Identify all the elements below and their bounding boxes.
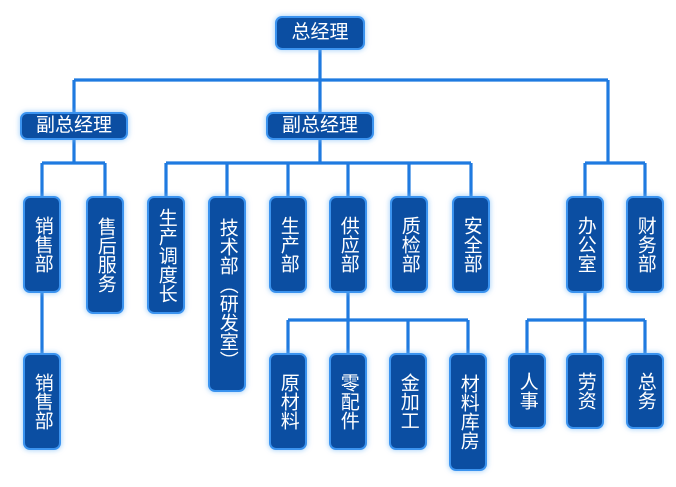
node-technical-dept[interactable]: 技术部（研发室）	[208, 196, 246, 392]
node-label: 材料库房	[457, 374, 480, 450]
node-deputy-left[interactable]: 副总经理	[20, 112, 128, 140]
node-general-affairs[interactable]: 总务	[626, 353, 664, 429]
node-label: 生产调度长	[155, 207, 178, 303]
node-label: 副总经理	[281, 114, 358, 137]
node-label: 质检部	[398, 216, 421, 273]
node-production-dept[interactable]: 生产部	[269, 196, 307, 293]
node-metal-processing[interactable]: 金加工	[389, 353, 427, 450]
node-material-warehouse[interactable]: 材料库房	[449, 353, 487, 471]
node-label: 副总经理	[35, 114, 112, 137]
node-production-scheduler[interactable]: 生产调度长	[147, 196, 185, 314]
node-label: 办公室	[574, 216, 597, 273]
node-sales-dept[interactable]: 销售部	[23, 196, 61, 293]
node-label: 销售部	[31, 216, 54, 273]
node-label: 原材料	[277, 373, 300, 430]
node-label: 销售部	[31, 373, 54, 430]
node-label: 生产部	[277, 216, 300, 273]
node-office[interactable]: 办公室	[566, 196, 604, 293]
node-spare-parts[interactable]: 零配件	[329, 353, 367, 450]
node-label: 安全部	[460, 216, 483, 273]
node-label: 总务	[634, 372, 657, 410]
node-label: 技术部（研发室）	[216, 218, 239, 370]
node-general-manager[interactable]: 总经理	[275, 16, 365, 50]
node-label: 零配件	[337, 373, 360, 430]
node-supply-dept[interactable]: 供应部	[329, 196, 367, 293]
node-finance-dept[interactable]: 财务部	[626, 196, 664, 293]
node-label: 售后服务	[94, 217, 117, 293]
node-labor-wages[interactable]: 劳资	[566, 353, 604, 429]
node-label: 供应部	[337, 216, 360, 273]
node-deputy-center[interactable]: 副总经理	[266, 112, 374, 140]
node-safety-dept[interactable]: 安全部	[452, 196, 490, 293]
node-after-sales-service[interactable]: 售后服务	[86, 196, 124, 314]
node-sales-dept-sub[interactable]: 销售部	[23, 353, 61, 450]
node-label: 财务部	[634, 216, 657, 273]
node-label: 总经理	[291, 21, 349, 44]
node-label: 劳资	[574, 372, 597, 410]
node-label: 金加工	[397, 373, 420, 430]
node-quality-dept[interactable]: 质检部	[390, 196, 428, 293]
node-raw-materials[interactable]: 原材料	[269, 353, 307, 450]
node-label: 人事	[516, 372, 539, 410]
node-personnel[interactable]: 人事	[508, 353, 546, 429]
